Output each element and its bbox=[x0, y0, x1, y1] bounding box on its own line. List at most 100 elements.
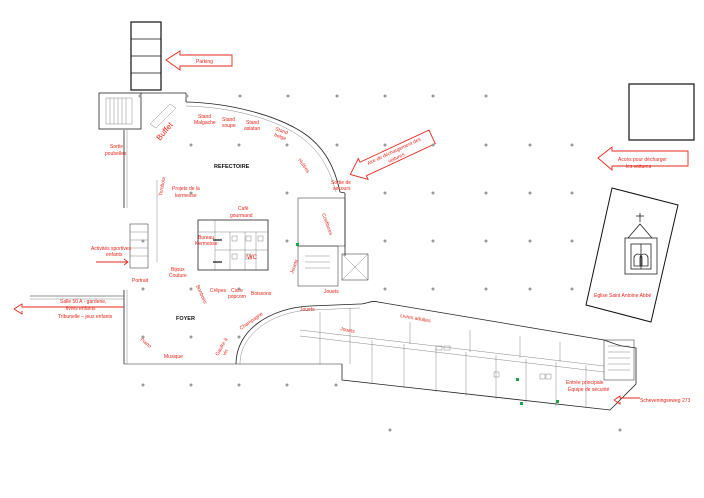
stand-belge-2: belge bbox=[273, 132, 287, 142]
svg-text:Stand: Stand bbox=[274, 126, 289, 136]
stairwell-top bbox=[98, 92, 187, 130]
svg-text:Malgache: Malgache bbox=[194, 120, 216, 126]
svg-text:Stand: Stand bbox=[198, 114, 211, 120]
refectoire-label: REFECTOIRE bbox=[214, 164, 250, 170]
svg-text:Projets de la: Projets de la bbox=[172, 186, 200, 192]
buffet-label: Buffet bbox=[155, 120, 176, 142]
foyer-label: FOYER bbox=[176, 316, 195, 322]
structural-columns bbox=[138, 94, 622, 432]
svg-text:secours: secours bbox=[333, 186, 351, 192]
refectoire-walls bbox=[123, 101, 346, 365]
stand-soupe-2: soupe bbox=[222, 123, 236, 129]
cafe-gourmand-1: Café bbox=[238, 206, 249, 212]
confitures-label: Confitures bbox=[320, 213, 334, 237]
piano-label: Piano bbox=[139, 337, 153, 350]
activites-arrow bbox=[96, 258, 129, 266]
sortie-poubelles-1: Sortie bbox=[110, 144, 123, 150]
church-icon bbox=[624, 213, 658, 275]
buffet-counter bbox=[149, 103, 177, 129]
cafe-gourmand-2: gourmand bbox=[230, 213, 253, 219]
church-building: Eglise Saint Antoine Abbé bbox=[585, 187, 679, 323]
salle-arrow bbox=[13, 295, 124, 315]
svg-text:Stand: Stand bbox=[246, 120, 259, 126]
secours-block bbox=[297, 197, 369, 287]
wc-label: WC bbox=[247, 255, 258, 261]
svg-text:Bijoux: Bijoux bbox=[171, 267, 185, 273]
svg-text:enfants: enfants bbox=[106, 252, 123, 258]
svg-text:Accès pour décharger: Accès pour décharger bbox=[618, 157, 667, 163]
svg-text:Salle 50 A - garderie,: Salle 50 A - garderie, bbox=[60, 299, 106, 305]
stand-malgache-2: Malgache bbox=[194, 120, 216, 126]
eglise-label: Eglise Saint Antoine Abbé bbox=[594, 293, 651, 299]
activites-1: Activités sportives bbox=[91, 246, 132, 252]
svg-text:popcorn: popcorn bbox=[228, 294, 246, 300]
svg-text:Stand: Stand bbox=[222, 117, 235, 123]
salle-1: Salle 50 A - garderie, bbox=[60, 299, 106, 305]
svg-text:Entrée principale: Entrée principale bbox=[566, 380, 604, 386]
bijoux-1: Bijoux bbox=[171, 267, 185, 273]
stand-malgache-1: Stand bbox=[198, 114, 211, 120]
sortie-secours-2: secours bbox=[333, 186, 351, 192]
acces-label-1: Accès pour décharger bbox=[618, 157, 667, 163]
svg-text:Couture: Couture bbox=[169, 273, 187, 279]
parking-label: Parking bbox=[196, 59, 213, 65]
tombola-label: Tombola bbox=[158, 176, 167, 196]
activites-stair bbox=[129, 223, 149, 269]
svg-text:soupe: soupe bbox=[222, 123, 236, 129]
scheveningseweg-label: Scheveningseweg 273 bbox=[640, 398, 691, 404]
svg-text:Sortie de: Sortie de bbox=[331, 180, 351, 186]
musique-label: Musique bbox=[164, 354, 183, 360]
huitres-label: Huîtres bbox=[296, 158, 310, 175]
external-building bbox=[628, 83, 695, 141]
stand-belge-1: Stand bbox=[274, 126, 289, 136]
svg-text:kermesse: kermesse bbox=[175, 193, 197, 199]
portrait-label: Portrait bbox=[132, 278, 149, 284]
aire-dechargement-arrow: Aire de déchargement des voitures bbox=[349, 129, 436, 181]
svg-text:belge: belge bbox=[273, 132, 287, 142]
svg-text:Sortie: Sortie bbox=[110, 144, 123, 150]
boissons-label: Boissons bbox=[251, 291, 272, 297]
svg-text:livres enfants: livres enfants bbox=[66, 306, 96, 312]
jouets-label-2: Jouets bbox=[324, 289, 339, 295]
svg-text:gourmand: gourmand bbox=[230, 213, 253, 219]
svg-text:Tribunelle – jeux enfants: Tribunelle – jeux enfants bbox=[58, 314, 113, 320]
svg-text:poubelles: poubelles bbox=[105, 151, 127, 157]
jouets-wing-label: Jouets bbox=[340, 326, 356, 335]
svg-text:les voitures: les voitures bbox=[626, 164, 652, 170]
sortie-secours-1: Sortie de bbox=[331, 180, 351, 186]
projets-kermesse-2: kermesse bbox=[175, 193, 197, 199]
bureau-kermesse-1: Bureau bbox=[198, 235, 214, 241]
svg-text:Activités sportives: Activités sportives bbox=[91, 246, 132, 252]
parking-structure bbox=[130, 21, 162, 91]
bureau-kermesse-2: Kermesse bbox=[195, 241, 218, 247]
svg-text:vin: vin bbox=[222, 348, 231, 357]
salle-3: Tribunelle – jeux enfants bbox=[58, 314, 113, 320]
corridor-wing bbox=[235, 301, 637, 411]
livres-adultes-label: Livres adultes bbox=[400, 313, 432, 324]
entree-2: Équipe de sécurité bbox=[568, 386, 610, 393]
scheveningseweg-arrow bbox=[613, 395, 640, 405]
svg-text:Bureau: Bureau bbox=[198, 235, 214, 241]
stand-asiatan-1: Stand bbox=[246, 120, 259, 126]
projets-kermesse-1: Projets de la bbox=[172, 186, 200, 192]
jouets-label-1: Jouets bbox=[289, 258, 300, 274]
stand-asiatan-2: asiatan bbox=[244, 126, 260, 132]
salle-2: livres enfants bbox=[66, 306, 96, 312]
stand-soupe-1: Stand bbox=[222, 117, 235, 123]
bonbons-label: Bonbons bbox=[194, 284, 208, 305]
svg-text:Café: Café bbox=[238, 206, 249, 212]
crepes-label: Crêpes bbox=[210, 288, 227, 294]
svg-text:Cidre: Cidre bbox=[231, 288, 243, 294]
parking-arrow: Parking bbox=[165, 50, 233, 71]
activites-2: enfants bbox=[106, 252, 123, 258]
bijoux-2: Couture bbox=[169, 273, 187, 279]
entree-1: Entrée principale bbox=[566, 380, 604, 386]
acces-dechargement-arrow: Accès pour décharger les voitures bbox=[597, 146, 689, 171]
acces-label-2: les voitures bbox=[626, 164, 652, 170]
cidre-2: popcorn bbox=[228, 294, 246, 300]
gaufre-2: vin bbox=[222, 348, 231, 357]
cidre-1: Cidre bbox=[231, 288, 243, 294]
svg-text:Kermesse: Kermesse bbox=[195, 241, 218, 247]
svg-text:asiatan: asiatan bbox=[244, 126, 260, 132]
